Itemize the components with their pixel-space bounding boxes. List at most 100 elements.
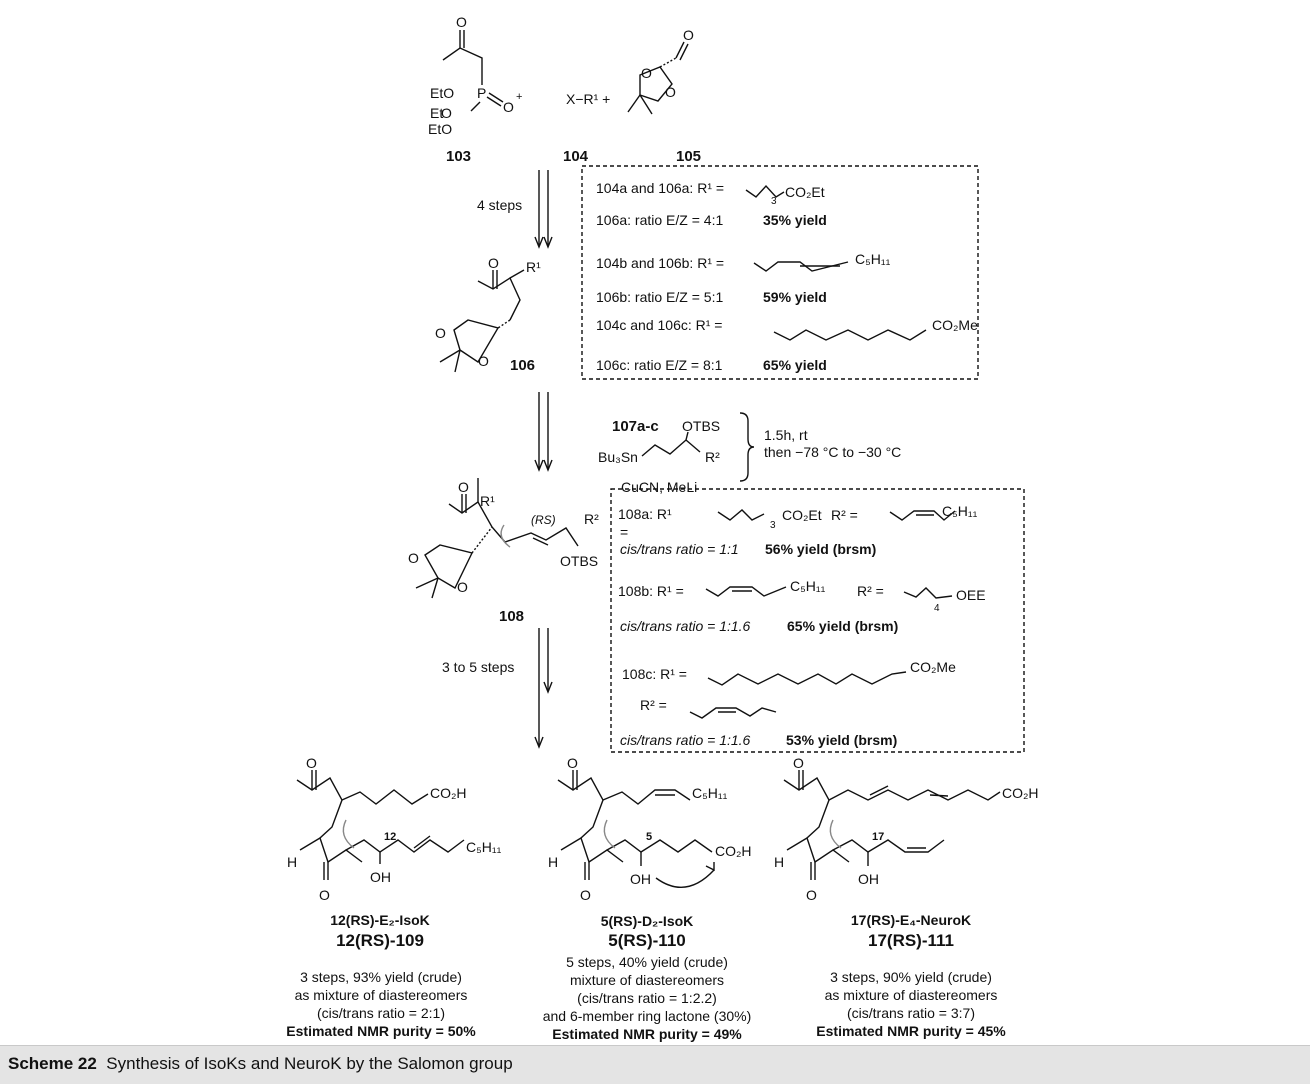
svg-text:108b: R¹ =: 108b: R¹ = [618,583,684,599]
svg-text:OEE: OEE [956,587,986,603]
r1-r2-chain-drawings [689,509,956,719]
arrow-label: 3 to 5 steps [442,659,514,675]
compound-number: 103 [446,148,471,165]
reaction-scheme: O EtO P O + O Et EtO 103 X−R¹ + 104 O O … [286,14,1038,1042]
svg-text:Estimated NMR purity = 49%: Estimated NMR purity = 49% [552,1026,742,1042]
atom-label: O [478,353,489,369]
svg-text:mixture of diastereomers: mixture of diastereomers [570,972,724,988]
svg-text:(RS): (RS) [531,513,556,527]
svg-text:H: H [548,854,558,870]
compound-number: 108 [499,608,524,625]
svg-text:CO₂Et: CO₂Et [782,507,822,523]
product-labels: 12(RS)-E₂-IsoK 12(RS)-109 3 steps, 93% y… [286,912,1006,1042]
atom-label: P [477,85,486,101]
atom-label: R¹ [526,259,541,275]
svg-text:=: = [620,524,628,540]
svg-text:(cis/trans ratio = 3:7): (cis/trans ratio = 3:7) [847,1005,975,1021]
svg-text:H: H [774,854,784,870]
svg-text:OH: OH [370,869,391,885]
caption-text: Synthesis of IsoKs and NeuroK by the Sal… [106,1054,513,1073]
compound-105: O O O 105 [627,27,701,165]
svg-text:O: O [580,887,591,903]
svg-text:C₅H₁₁: C₅H₁₁ [692,785,728,801]
atom-label: O [641,65,652,81]
product-name: 5(RS)-D₂-IsoK [601,913,694,929]
svg-text:then −78 °C to −30 °C: then −78 °C to −30 °C [764,444,901,460]
caption-bar [0,1045,1310,1084]
svg-text:12: 12 [384,831,396,843]
svg-text:as mixture of diastereomers: as mixture of diastereomers [825,987,998,1003]
compound-number: 106 [510,357,535,374]
svg-text:R²: R² [705,449,720,465]
svg-text:108c: R¹ =: 108c: R¹ = [622,666,687,682]
svg-text:cis/trans ratio = 1:1: cis/trans ratio = 1:1 [620,541,739,557]
atom-label: O [665,84,676,100]
svg-text:O: O [793,755,804,771]
reaction-arrow-3: 3 to 5 steps [442,628,553,749]
svg-text:O: O [306,755,317,771]
svg-text:OTBS: OTBS [682,418,720,434]
svg-text:OH: OH [858,871,879,887]
compound-103: O EtO P O + O Et EtO 103 [428,14,522,165]
svg-text:OH: OH [630,871,651,887]
svg-text:(cis/trans ratio = 1:2.2): (cis/trans ratio = 1:2.2) [577,990,717,1006]
compound-108: O R¹ O O (RS) R² OTBS 108 [408,478,599,625]
svg-text:Estimated NMR purity = 45%: Estimated NMR purity = 45% [816,1023,1006,1039]
product-code: 5(RS)-110 [608,931,685,950]
svg-text:Bu₃Sn: Bu₃Sn [598,449,638,465]
svg-text:O: O [567,755,578,771]
svg-text:(cis/trans ratio = 2:1): (cis/trans ratio = 2:1) [317,1005,445,1021]
svg-text:cis/trans ratio = 1:1.6: cis/trans ratio = 1:1.6 [620,732,751,748]
svg-text:104b and 106b: R¹ =: 104b and 106b: R¹ = [596,255,724,271]
compound-number: 104 [563,148,589,165]
svg-text:65% yield (brsm): 65% yield (brsm) [787,618,898,634]
svg-text:5 steps, 40% yield (crude): 5 steps, 40% yield (crude) [566,954,728,970]
svg-text:and 6-member ring lactone (30%: and 6-member ring lactone (30%) [543,1008,752,1024]
svg-text:as mixture of diastereomers: as mixture of diastereomers [295,987,468,1003]
reaction-arrow-1: 4 steps [477,170,553,249]
svg-text:1.5h, rt: 1.5h, rt [764,427,808,443]
svg-text:C₅H₁₁: C₅H₁₁ [466,839,502,855]
svg-text:108a: R¹: 108a: R¹ [618,506,672,522]
svg-text:R²: R² [584,511,599,527]
svg-text:CO₂Me: CO₂Me [932,317,978,333]
svg-text:53% yield (brsm): 53% yield (brsm) [786,732,897,748]
plus-sign: + [516,91,522,103]
atom-label: O [457,579,468,595]
product-code: 17(RS)-111 [868,931,954,950]
product-name: 12(RS)-E₂-IsoK [330,912,430,928]
r1-box [581,165,979,380]
svg-text:R² =: R² = [831,507,858,523]
reagent-107: 107a-c OTBS Bu₃Sn R² CuCN, MeLi 1.5h, rt… [598,412,901,495]
figure-caption: Scheme 22 Synthesis of IsoKs and NeuroK … [8,1054,513,1074]
svg-text:56% yield (brsm): 56% yield (brsm) [765,541,876,557]
svg-text:106c: ratio E/Z = 8:1: 106c: ratio E/Z = 8:1 [596,357,723,373]
svg-text:35% yield: 35% yield [763,212,827,228]
svg-text:CO₂Et: CO₂Et [785,184,825,200]
atom-label: EtO [430,85,454,101]
r1-r2-box [610,488,1025,753]
svg-text:5: 5 [646,831,652,843]
svg-text:3 steps, 90% yield (crude): 3 steps, 90% yield (crude) [830,969,992,985]
svg-text:OTBS: OTBS [560,553,598,569]
svg-text:H: H [287,854,297,870]
svg-text:R² =: R² = [640,697,667,713]
svg-text:CO₂H: CO₂H [430,785,467,801]
product-code: 12(RS)-109 [336,931,424,950]
svg-text:104c and 106c: R¹ =: 104c and 106c: R¹ = [596,317,722,333]
svg-text:C₅H₁₁: C₅H₁₁ [790,578,826,594]
svg-text:65% yield: 65% yield [763,357,827,373]
reagent-x-r1: X−R¹ + [566,91,610,107]
atom-label: Et [430,105,443,121]
product-109-structure: O H O CO₂H C₅H₁₁ OH 12 [287,755,502,903]
svg-text:106a: ratio E/Z = 4:1: 106a: ratio E/Z = 4:1 [596,212,723,228]
compound-number: 105 [676,148,701,165]
svg-text:59% yield: 59% yield [763,289,827,305]
svg-text:C₅H₁₁: C₅H₁₁ [855,251,891,267]
svg-text:17: 17 [872,831,884,843]
r1-r2-box-content: 108a: R¹ = CO₂Et 3 R² = C₅H₁₁ cis/trans … [618,503,986,748]
atom-label: O [408,550,419,566]
r1-box-content: 104a and 106a: R¹ = CO₂Et 3 106a: ratio … [596,180,978,373]
atom-label: EtO [428,121,452,137]
